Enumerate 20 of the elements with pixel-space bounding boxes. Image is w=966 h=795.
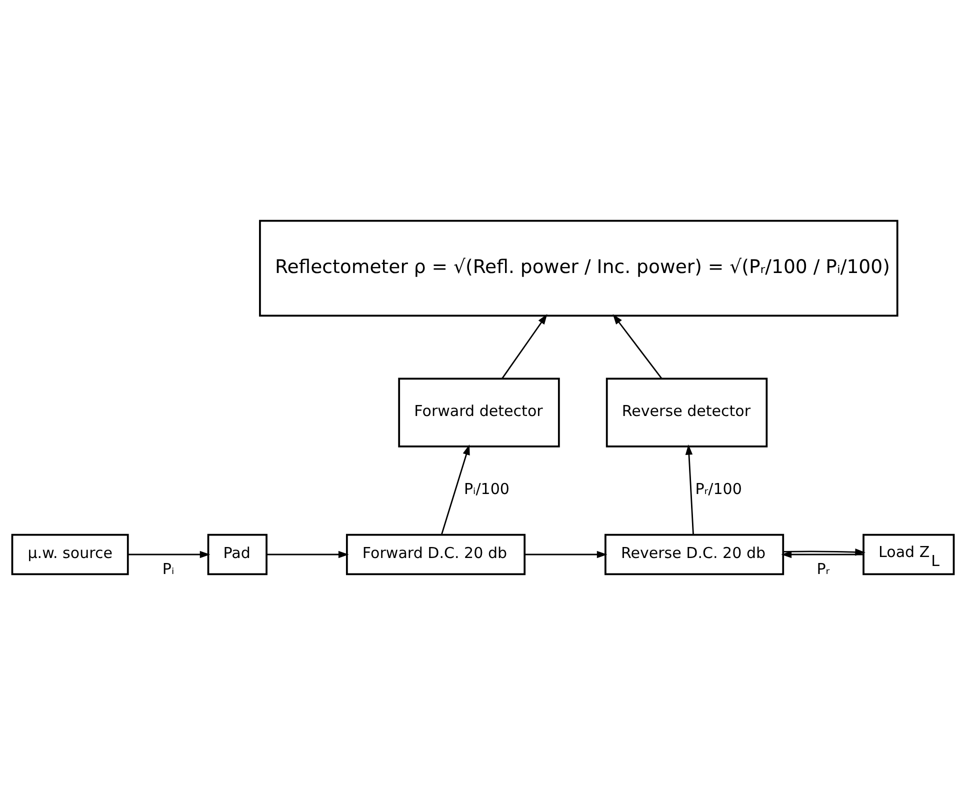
arrow	[440, 444, 470, 535]
arrow	[781, 550, 864, 558]
arrow	[685, 444, 694, 535]
node-box: μ.w. source	[11, 534, 129, 576]
node-box: Reflectometer ρ = √(Refl. power / Inc. power) = √(Pᵣ/100 / Pᵢ/100)	[259, 220, 898, 317]
arrow	[783, 548, 866, 556]
arrow	[524, 550, 608, 558]
arrow	[612, 314, 662, 379]
edge-label: Pᵣ	[816, 560, 830, 578]
node-box: Forward D.C. 20 db	[346, 534, 526, 576]
node-box: Forward detector	[398, 378, 560, 448]
node-box: Reverse detector	[606, 378, 768, 448]
node-box: Reverse D.C. 20 db	[604, 534, 784, 576]
edge-label: Pᵢ/100	[464, 480, 510, 498]
edge-label: Pᵢ	[162, 560, 174, 578]
arrow	[128, 550, 210, 558]
node-box: Pad	[207, 534, 268, 576]
arrow	[266, 550, 349, 558]
edge-label: Pᵣ/100	[695, 480, 742, 498]
arrow	[502, 314, 548, 379]
